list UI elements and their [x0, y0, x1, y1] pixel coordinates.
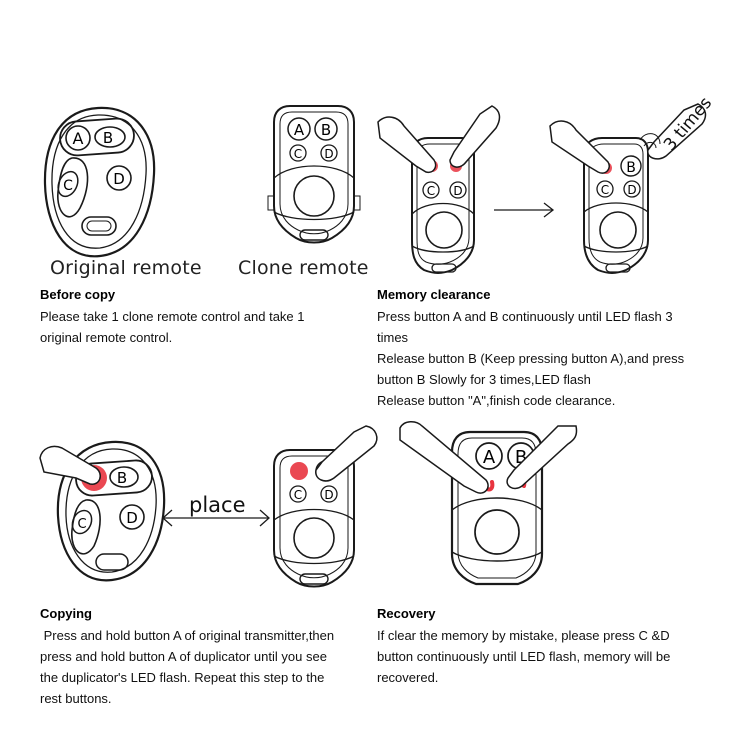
- text-line: Press and hold button A of original tran…: [40, 628, 335, 643]
- copying-heading: Copying: [40, 606, 92, 621]
- svg-text:D: D: [324, 488, 333, 502]
- text-line: recovered.: [377, 670, 439, 685]
- text-line: Press button A and B continuously until …: [377, 309, 673, 324]
- svg-text:C: C: [427, 184, 435, 198]
- svg-text:D: D: [627, 183, 636, 197]
- text-line: press and hold button A of duplicator un…: [40, 649, 327, 664]
- memory-clearance-text: Press button A and B continuously until …: [377, 306, 684, 411]
- text-line: If clear the memory by mistake, please p…: [377, 628, 670, 643]
- button-d-icon: D: [449, 181, 467, 199]
- button-c-icon: C: [289, 485, 307, 503]
- recovery-text: If clear the memory by mistake, please p…: [377, 625, 670, 688]
- original-remote-caption: Original remote: [50, 257, 202, 279]
- svg-text:A: A: [73, 129, 84, 148]
- text-line: times: [377, 330, 409, 345]
- button-d-icon: D: [320, 485, 338, 503]
- button-a-icon: A: [475, 442, 503, 470]
- svg-text:C: C: [294, 147, 302, 161]
- text-line: button continuously until LED flash, mem…: [377, 649, 671, 664]
- text-line: Please take 1 clone remote control and t…: [40, 309, 305, 324]
- place-label: place: [189, 493, 246, 517]
- before-copy-heading: Before copy: [40, 287, 116, 302]
- memory-clearance-heading: Memory clearance: [377, 287, 491, 302]
- memory-clearance-remote-two-fingers: C D: [377, 105, 501, 274]
- memory-clearance-remote-press-b: B C D: [549, 103, 707, 274]
- button-c-icon: C: [57, 170, 79, 198]
- button-c-icon: C: [71, 509, 93, 535]
- copying-original-remote: B C D: [39, 440, 166, 582]
- button-a-icon: A: [65, 125, 91, 151]
- button-c-icon: C: [596, 180, 614, 198]
- text-line: rest buttons.: [40, 691, 112, 706]
- clone-remote-caption: Clone remote: [238, 257, 369, 279]
- button-b-icon: B: [109, 466, 139, 488]
- recovery-remote-illustration: A B: [399, 421, 578, 586]
- button-b-icon: B: [314, 117, 338, 141]
- text-line: the duplicator's LED flash. Repeat this …: [40, 670, 325, 685]
- recovery-heading: Recovery: [377, 606, 436, 621]
- right-arrow-icon: [494, 202, 555, 218]
- button-b-icon: B: [94, 126, 126, 148]
- svg-text:B: B: [117, 469, 127, 487]
- button-c-icon: C: [422, 181, 440, 199]
- button-b-icon: B: [620, 155, 642, 177]
- button-c-icon: C: [289, 144, 307, 162]
- svg-text:D: D: [324, 147, 333, 161]
- double-arrow-icon: [162, 509, 270, 527]
- original-remote-illustration: A B C D: [43, 106, 156, 258]
- svg-text:A: A: [294, 121, 305, 139]
- before-copy-text: Please take 1 clone remote control and t…: [40, 306, 305, 348]
- svg-text:D: D: [453, 184, 462, 198]
- svg-text:C: C: [77, 517, 86, 532]
- svg-text:A: A: [483, 447, 496, 468]
- svg-text:B: B: [103, 129, 113, 147]
- clone-remote-illustration: A B C D: [267, 105, 361, 244]
- svg-text:C: C: [601, 183, 609, 197]
- button-d-icon: D: [320, 144, 338, 162]
- text-line: original remote control.: [40, 330, 173, 345]
- svg-text:C: C: [63, 178, 73, 194]
- svg-text:D: D: [113, 170, 125, 188]
- button-d-icon: D: [623, 180, 641, 198]
- svg-text:C: C: [294, 488, 302, 502]
- text-line: Release button B (Keep pressing button A…: [377, 351, 685, 366]
- button-a-icon: A: [287, 117, 311, 141]
- button-d-icon: D: [106, 165, 132, 191]
- text-line: button B Slowly for 3 times,LED flash: [377, 372, 591, 387]
- text-line: Release button "A",finish code clearance…: [377, 393, 616, 408]
- svg-text:D: D: [126, 509, 138, 527]
- svg-text:B: B: [626, 160, 636, 176]
- copying-text: Press and hold button A of original tran…: [40, 625, 334, 709]
- svg-text:B: B: [321, 121, 331, 139]
- copying-clone-remote: B C D: [273, 425, 378, 588]
- button-d-icon: D: [119, 504, 145, 530]
